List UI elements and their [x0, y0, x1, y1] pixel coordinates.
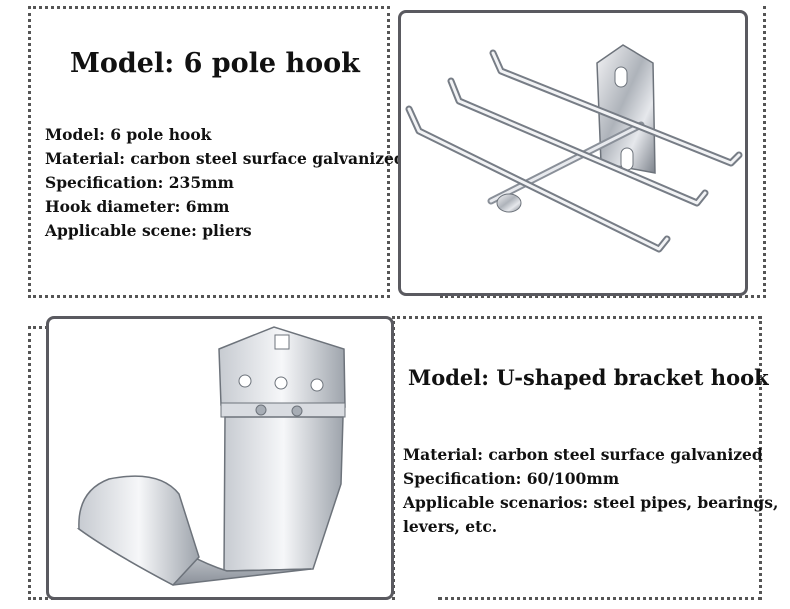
product-2-specs: Material: carbon steel surface galvanize…: [403, 443, 778, 539]
product-1-specs: Model: 6 pole hook Material: carbon stee…: [45, 123, 405, 243]
six-pole-hook-photo: [398, 10, 748, 296]
spec-material: Material: carbon steel surface galvanize…: [45, 149, 405, 168]
spec-model: Model: 6 pole hook: [45, 125, 212, 144]
spec-material: Material: carbon steel surface galvanize…: [403, 445, 763, 464]
product-2-title: Model: U-shaped bracket hook: [408, 365, 769, 390]
product-2-text-frame: [438, 316, 762, 600]
spec-hook-diameter: Hook diameter: 6mm: [45, 197, 230, 216]
spec-specification: Specification: 60/100mm: [403, 469, 620, 488]
product-1-photo-frame: [440, 6, 766, 298]
spec-applicable-scene: Applicable scene: pliers: [45, 221, 252, 240]
u-bracket-hook-photo: [46, 316, 394, 600]
spec-specification: Specification: 235mm: [45, 173, 234, 192]
spec-applicable-scenarios-cont: levers, etc.: [403, 517, 498, 536]
product-1-title: Model: 6 pole hook: [70, 48, 360, 79]
u-bracket-hook-image: [76, 326, 346, 586]
spec-applicable-scenarios: Applicable scenarios: steel pipes, beari…: [403, 493, 779, 512]
product-1-text-frame: [28, 6, 390, 298]
six-pole-hook-image: [405, 44, 743, 253]
